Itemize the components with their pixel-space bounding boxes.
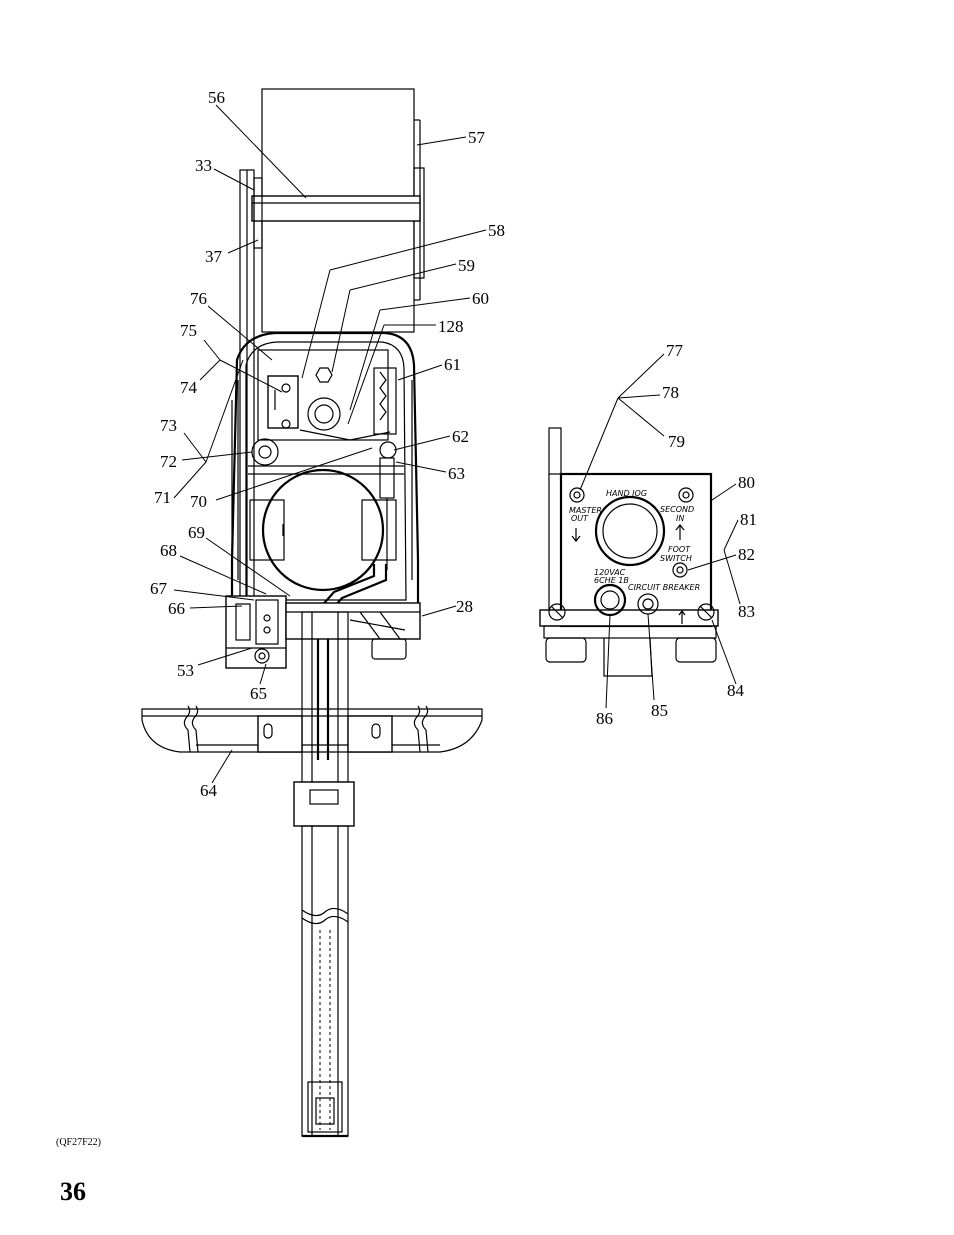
callout-59: 59 bbox=[458, 256, 475, 275]
leader-lines bbox=[173, 104, 741, 784]
breaker-label: CIRCUIT BREAKER bbox=[628, 583, 700, 592]
callout-57: 57 bbox=[468, 128, 486, 147]
callout-28: 28 bbox=[456, 597, 473, 616]
callout-67: 67 bbox=[150, 579, 168, 598]
page-number: 36 bbox=[60, 1177, 86, 1206]
control-panel-drawing: HAND JOG MASTER OUT SECOND IN FOOT SWITC… bbox=[539, 427, 719, 677]
fuse-label: 6CHE 1B bbox=[594, 576, 629, 585]
foot-label: FOOT bbox=[668, 545, 691, 554]
callout-76: 76 bbox=[190, 289, 207, 308]
in-label: IN bbox=[676, 514, 684, 523]
callout-66: 66 bbox=[168, 599, 185, 618]
callout-73: 73 bbox=[160, 416, 177, 435]
main-assembly-drawing bbox=[141, 88, 483, 1138]
callout-64: 64 bbox=[200, 781, 218, 800]
switch-label: SWITCH bbox=[660, 554, 692, 563]
callout-83: 83 bbox=[738, 602, 755, 621]
callout-79: 79 bbox=[668, 432, 685, 451]
callout-63: 63 bbox=[448, 464, 465, 483]
callout-62: 62 bbox=[452, 427, 469, 446]
callout-80: 80 bbox=[738, 473, 755, 492]
callout-69: 69 bbox=[188, 523, 205, 542]
callout-61: 61 bbox=[444, 355, 461, 374]
callout-72: 72 bbox=[160, 452, 177, 471]
callout-82: 82 bbox=[738, 545, 755, 564]
callout-71: 71 bbox=[154, 488, 171, 507]
callout-74: 74 bbox=[180, 378, 198, 397]
out-label: OUT bbox=[571, 514, 589, 523]
callout-53: 53 bbox=[177, 661, 194, 680]
callout-68: 68 bbox=[160, 541, 177, 560]
callout-58: 58 bbox=[488, 221, 505, 240]
callout-70: 70 bbox=[190, 492, 207, 511]
second-label: SECOND bbox=[660, 505, 694, 514]
callout-56: 56 bbox=[208, 88, 225, 107]
callout-labels: 56 57 33 37 58 59 60 128 76 75 74 61 73 … bbox=[150, 88, 757, 800]
callout-33: 33 bbox=[195, 156, 212, 175]
hand-jog-label: HAND JOG bbox=[606, 489, 647, 498]
callout-37: 37 bbox=[205, 247, 223, 266]
callout-81: 81 bbox=[740, 510, 757, 529]
callout-78: 78 bbox=[662, 383, 679, 402]
callout-84: 84 bbox=[727, 681, 745, 700]
master-label: MASTER bbox=[569, 506, 602, 515]
volts-label: 120VAC bbox=[594, 568, 626, 577]
callout-75: 75 bbox=[180, 321, 197, 340]
callout-77: 77 bbox=[666, 341, 684, 360]
callout-60: 60 bbox=[472, 289, 489, 308]
callout-128: 128 bbox=[438, 317, 464, 336]
callout-65: 65 bbox=[250, 684, 267, 703]
callout-86: 86 bbox=[596, 709, 613, 728]
callout-85: 85 bbox=[651, 701, 668, 720]
figure-reference: (QF27F22) bbox=[56, 1137, 101, 1148]
